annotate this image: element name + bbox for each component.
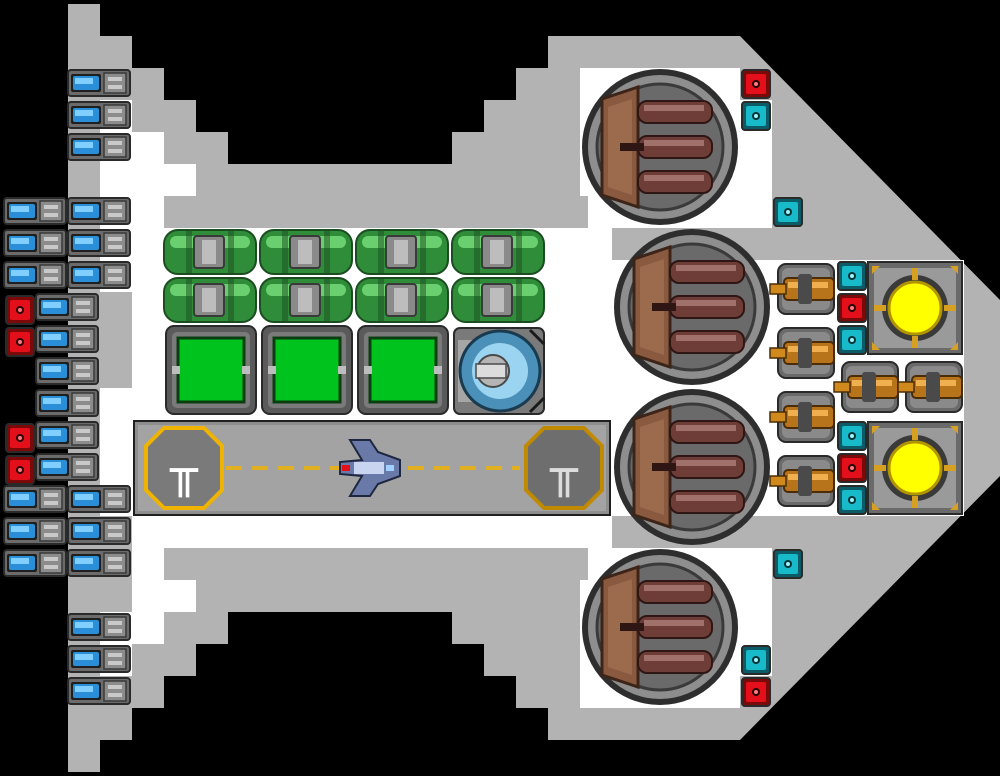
thruster — [3, 229, 67, 257]
cyan-node[interactable] — [773, 549, 803, 579]
cargo-bay[interactable] — [356, 324, 450, 416]
cyan-node[interactable] — [837, 485, 867, 515]
thruster — [67, 613, 131, 641]
red-node[interactable] — [5, 455, 35, 485]
gun-mount[interactable] — [897, 361, 963, 413]
turret[interactable] — [580, 67, 740, 227]
thruster — [35, 325, 99, 353]
thruster — [67, 677, 131, 705]
thruster — [67, 69, 131, 97]
thruster — [35, 293, 99, 321]
thruster — [67, 197, 131, 225]
gun-mount[interactable] — [769, 263, 835, 315]
cyan-node[interactable] — [741, 645, 771, 675]
turret[interactable] — [612, 227, 772, 387]
thruster — [67, 645, 131, 673]
fuel-tank[interactable] — [355, 277, 449, 323]
thruster — [35, 421, 99, 449]
thruster — [35, 389, 99, 417]
red-node[interactable] — [837, 453, 867, 483]
red-node[interactable] — [741, 677, 771, 707]
cyan-node[interactable] — [837, 261, 867, 291]
red-node[interactable] — [5, 295, 35, 325]
reactor-core[interactable] — [866, 420, 964, 516]
cargo-bay[interactable] — [260, 324, 354, 416]
red-node[interactable] — [5, 327, 35, 357]
cyan-node[interactable] — [741, 101, 771, 131]
thruster — [35, 357, 99, 385]
fuel-tank[interactable] — [355, 229, 449, 275]
gun-mount[interactable] — [769, 391, 835, 443]
thruster — [3, 549, 67, 577]
cargo-bay-row — [164, 324, 450, 416]
thruster — [67, 261, 131, 289]
turret[interactable] — [580, 547, 740, 707]
turret[interactable] — [612, 387, 772, 547]
red-node[interactable] — [741, 69, 771, 99]
landing-pad-right[interactable]: ╥ — [524, 426, 604, 510]
fuel-tank[interactable] — [259, 229, 353, 275]
thruster — [67, 549, 131, 577]
thruster — [67, 485, 131, 513]
red-node[interactable] — [5, 423, 35, 453]
red-node[interactable] — [837, 293, 867, 323]
cyan-node[interactable] — [837, 421, 867, 451]
landing-pad-right-label: ╥ — [549, 443, 579, 498]
scanner-module[interactable] — [453, 327, 546, 415]
thruster — [3, 517, 67, 545]
fuel-tank[interactable] — [163, 277, 257, 323]
thruster — [67, 133, 131, 161]
cargo-bay[interactable] — [164, 324, 258, 416]
fuel-tank[interactable] — [451, 229, 545, 275]
fuel-tank[interactable] — [259, 277, 353, 323]
reactor-core[interactable] — [866, 260, 964, 356]
landing-pad-left-label: ╥ — [169, 443, 199, 498]
landing-pad-left[interactable]: ╥ — [144, 426, 224, 510]
thruster — [67, 229, 131, 257]
fuel-tank[interactable] — [163, 229, 257, 275]
gun-mount[interactable] — [833, 361, 899, 413]
thruster — [67, 517, 131, 545]
docked-shuttle[interactable] — [339, 439, 401, 497]
gun-mount[interactable] — [769, 455, 835, 507]
fuel-tank[interactable] — [451, 277, 545, 323]
thruster — [3, 485, 67, 513]
thruster — [67, 101, 131, 129]
cyan-node[interactable] — [773, 197, 803, 227]
cyan-node[interactable] — [837, 325, 867, 355]
thruster — [3, 197, 67, 225]
thruster — [35, 453, 99, 481]
gun-mount[interactable] — [769, 327, 835, 379]
thruster — [3, 261, 67, 289]
